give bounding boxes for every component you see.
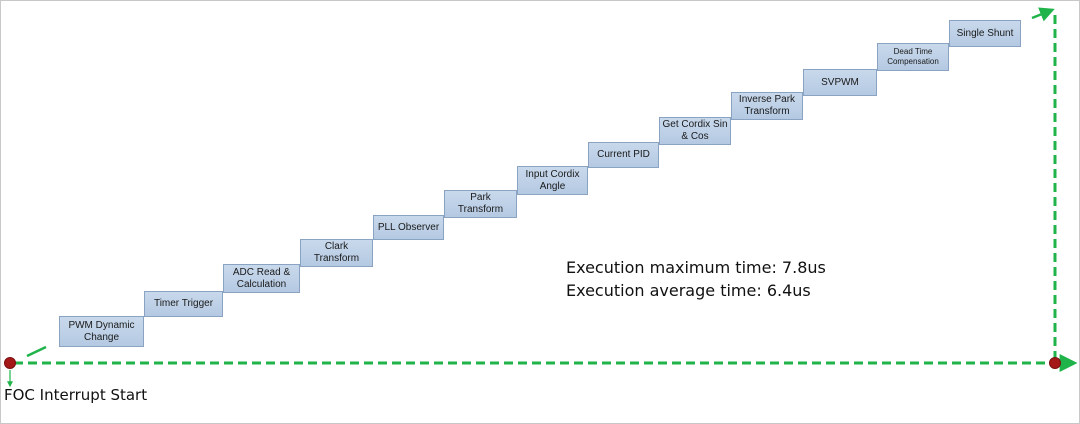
execution-stats: Execution maximum time: 7.8us Execution … <box>566 256 826 302</box>
step-current-pid: Current PID <box>588 142 659 168</box>
foc-interrupt-start-label: FOC Interrupt Start <box>4 386 148 404</box>
step-clark-transform: Clark Transform <box>300 239 373 267</box>
start-slant-arrow <box>26 345 47 358</box>
top-corner-arrow <box>1031 7 1055 22</box>
step-park-transform: Park Transform <box>444 190 517 218</box>
step-adc-read: ADC Read & Calculation <box>223 264 300 293</box>
step-pwm-dynamic-change: PWM Dynamic Change <box>59 316 144 347</box>
execution-avg-time: Execution average time: 6.4us <box>566 281 811 300</box>
step-get-cordix-sin-cos: Get Cordix Sin & Cos <box>659 117 731 145</box>
step-inverse-park-transform: Inverse Park Transform <box>731 92 803 120</box>
step-svpwm: SVPWM <box>803 69 877 96</box>
end-dot <box>1049 357 1061 369</box>
step-timer-trigger: Timer Trigger <box>144 291 223 317</box>
step-dead-time-compensation: Dead Time Compensation <box>877 43 949 71</box>
step-pll-observer: PLL Observer <box>373 215 444 240</box>
step-single-shunt: Single Shunt <box>949 20 1021 47</box>
step-input-cordix-angle: Input Cordix Angle <box>517 166 588 195</box>
execution-max-time: Execution maximum time: 7.8us <box>566 258 826 277</box>
start-dot <box>4 357 16 369</box>
